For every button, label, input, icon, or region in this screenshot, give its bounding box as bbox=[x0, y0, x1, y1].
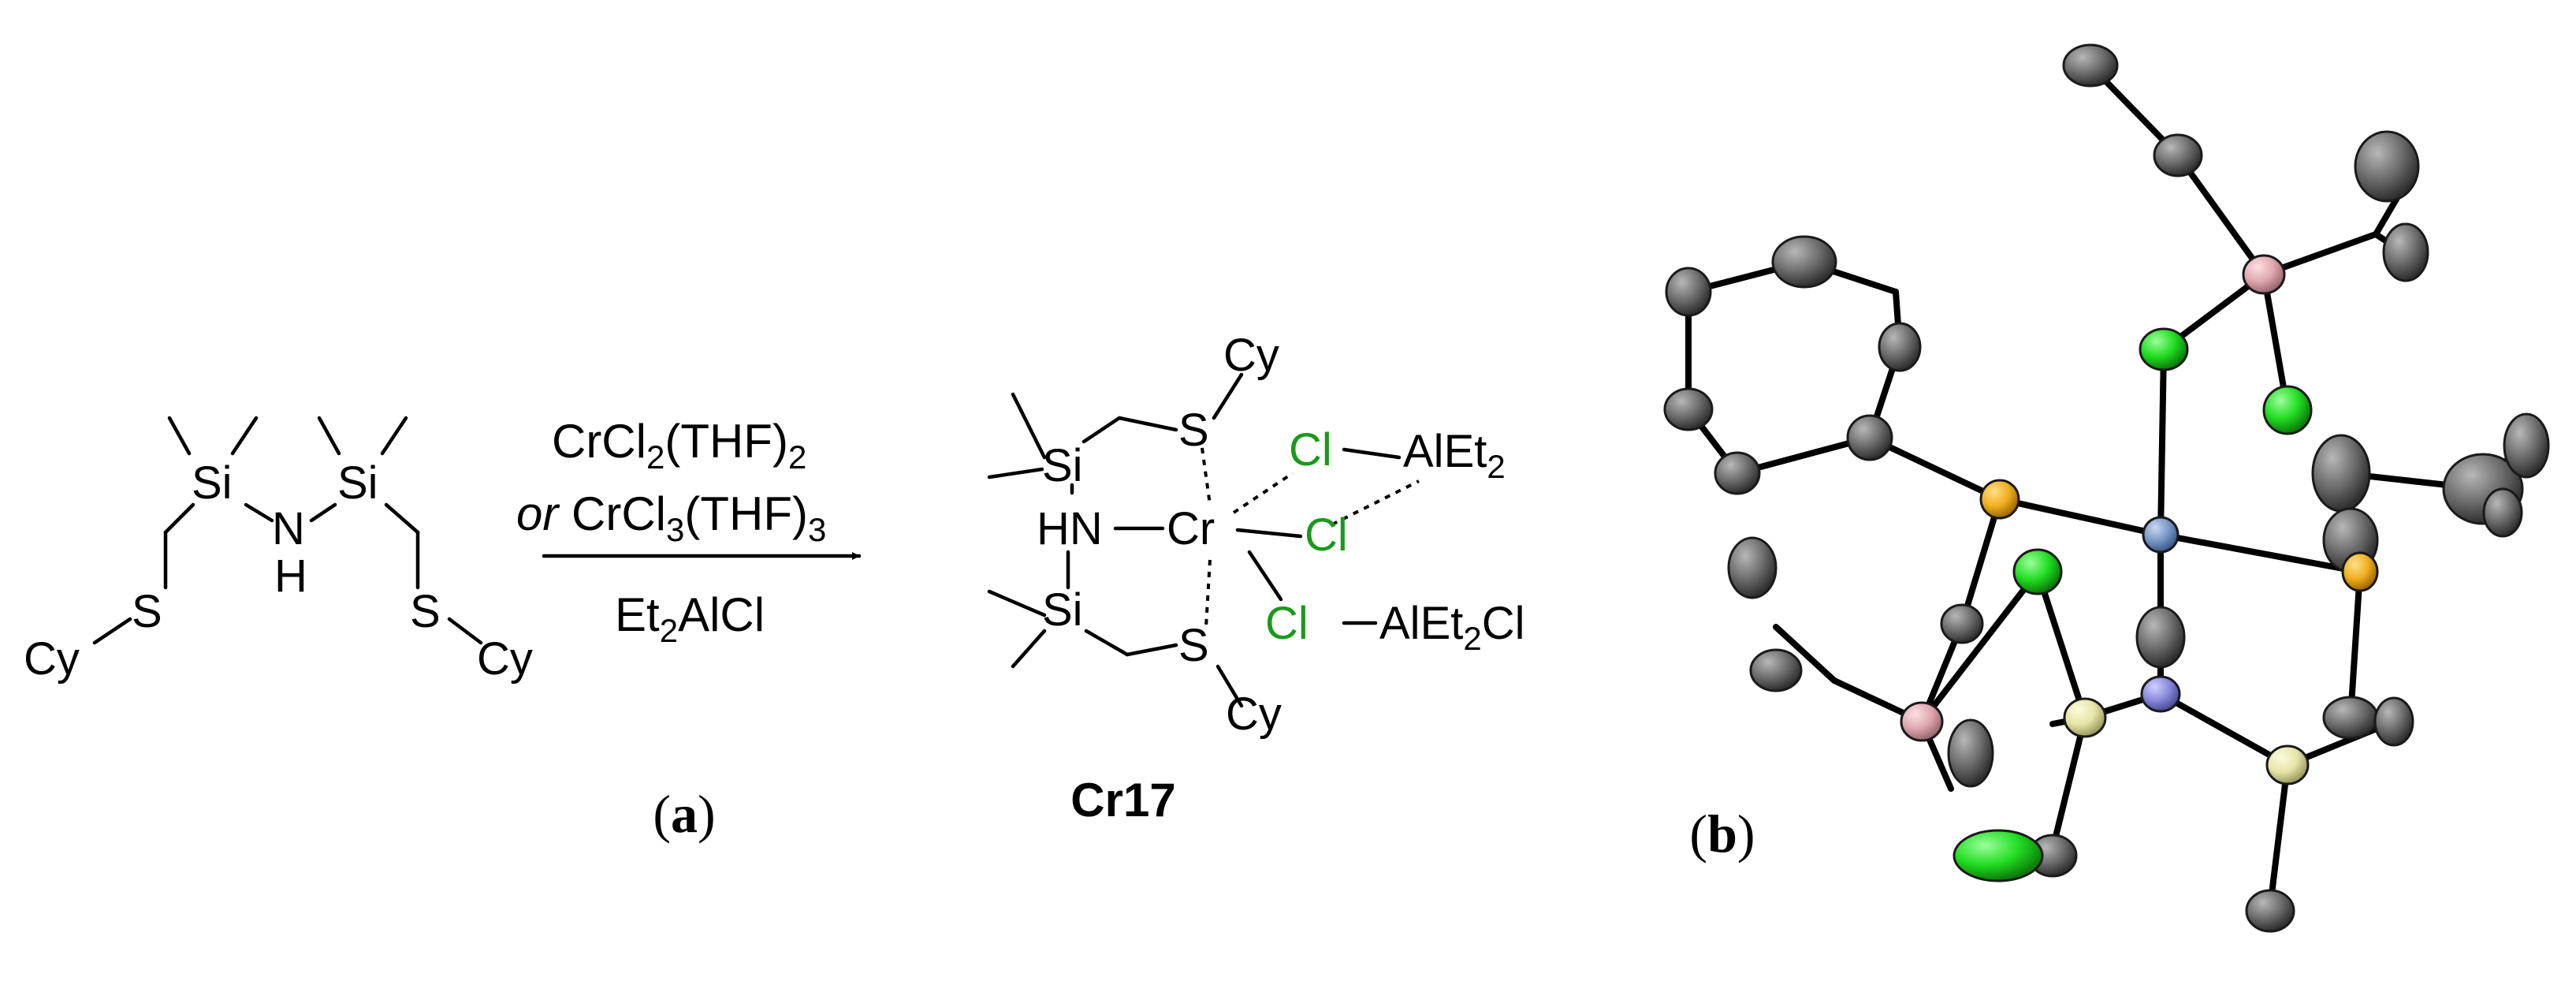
atom-sulfur bbox=[2341, 551, 2379, 592]
ligand-n: N bbox=[272, 503, 305, 554]
atom-aluminum bbox=[2242, 254, 2286, 295]
atom-carbon bbox=[2382, 222, 2429, 282]
product-cl-mid: Cl bbox=[1305, 509, 1348, 561]
atom-carbon bbox=[2311, 434, 2371, 513]
atom-carbon bbox=[1846, 414, 1893, 461]
atom-chlorine bbox=[2262, 385, 2313, 435]
reagent-crcl2: CrCl2(THF)2 bbox=[552, 415, 806, 476]
atom-carbon bbox=[1714, 451, 1761, 495]
atom-nitrogen bbox=[2140, 675, 2181, 713]
atom-carbon bbox=[1878, 322, 1922, 372]
atom-aluminum bbox=[1900, 701, 1944, 742]
atom-carbon bbox=[2153, 133, 2203, 177]
product-cy-bottom: Cy bbox=[1226, 688, 1282, 740]
ligand-cy-left: Cy bbox=[24, 633, 80, 685]
atom-carbon bbox=[1947, 718, 1994, 788]
atom-chlorine bbox=[2012, 548, 2063, 595]
ligand-structure bbox=[92, 416, 483, 645]
atom-chlorine bbox=[1952, 829, 2044, 882]
atom-carbon bbox=[1940, 603, 1984, 644]
compound-label: Cr17 bbox=[1070, 774, 1175, 826]
ligand-cy-right: Cy bbox=[477, 633, 533, 685]
product-alet2cl: AlEt2Cl bbox=[1379, 598, 1525, 657]
atom-carbon bbox=[1663, 387, 1714, 431]
atom-carbon bbox=[2322, 696, 2379, 740]
product-s-bottom: S bbox=[1178, 620, 1209, 671]
product-cl-top: Cl bbox=[1289, 424, 1332, 476]
ligand-si-right: Si bbox=[337, 457, 378, 509]
atom-carbon bbox=[1749, 648, 1803, 692]
atom-carbon bbox=[1727, 536, 1778, 599]
reagent-et2alcl: Et2AlCl bbox=[615, 588, 765, 649]
atom-carbon bbox=[2482, 487, 2523, 538]
panel-a-label: (a) bbox=[653, 784, 715, 844]
atom-carbon bbox=[2503, 412, 2550, 479]
product-cr: Cr bbox=[1167, 503, 1215, 554]
ligand-h: H bbox=[274, 550, 307, 602]
product-si-top: Si bbox=[1042, 440, 1083, 491]
atom-silicon bbox=[2265, 744, 2310, 785]
product-s-top: S bbox=[1178, 405, 1209, 456]
reagent-crcl3: or CrCl3(THF)3 bbox=[516, 487, 826, 548]
panel-b-label: (b) bbox=[1689, 804, 1755, 864]
product-si-bottom: Si bbox=[1042, 584, 1083, 636]
atom-carbon bbox=[1771, 235, 1837, 289]
product-cy-top: Cy bbox=[1223, 330, 1279, 381]
product-hn: HN bbox=[1037, 503, 1103, 554]
atom-carbon bbox=[2245, 889, 2295, 933]
product-cl-bottom: Cl bbox=[1265, 598, 1308, 649]
atom-chromium bbox=[2142, 516, 2180, 554]
atom-carbon bbox=[2354, 130, 2420, 203]
atom-silicon bbox=[2063, 697, 2107, 738]
atom-carbon bbox=[2062, 43, 2119, 88]
atom-carbon bbox=[2373, 696, 2414, 747]
product-structure bbox=[987, 372, 1420, 708]
atom-carbon bbox=[2135, 606, 2186, 669]
atom-chlorine bbox=[2139, 327, 2189, 371]
crystal-structure bbox=[1663, 43, 2550, 933]
atom-sulfur bbox=[1979, 479, 2020, 520]
ligand-s-right: S bbox=[410, 586, 441, 637]
atom-carbon bbox=[1665, 267, 1712, 317]
product-alet2: AlEt2 bbox=[1403, 426, 1506, 485]
ligand-si-left: Si bbox=[192, 457, 233, 509]
ligand-s-left: S bbox=[132, 586, 162, 637]
